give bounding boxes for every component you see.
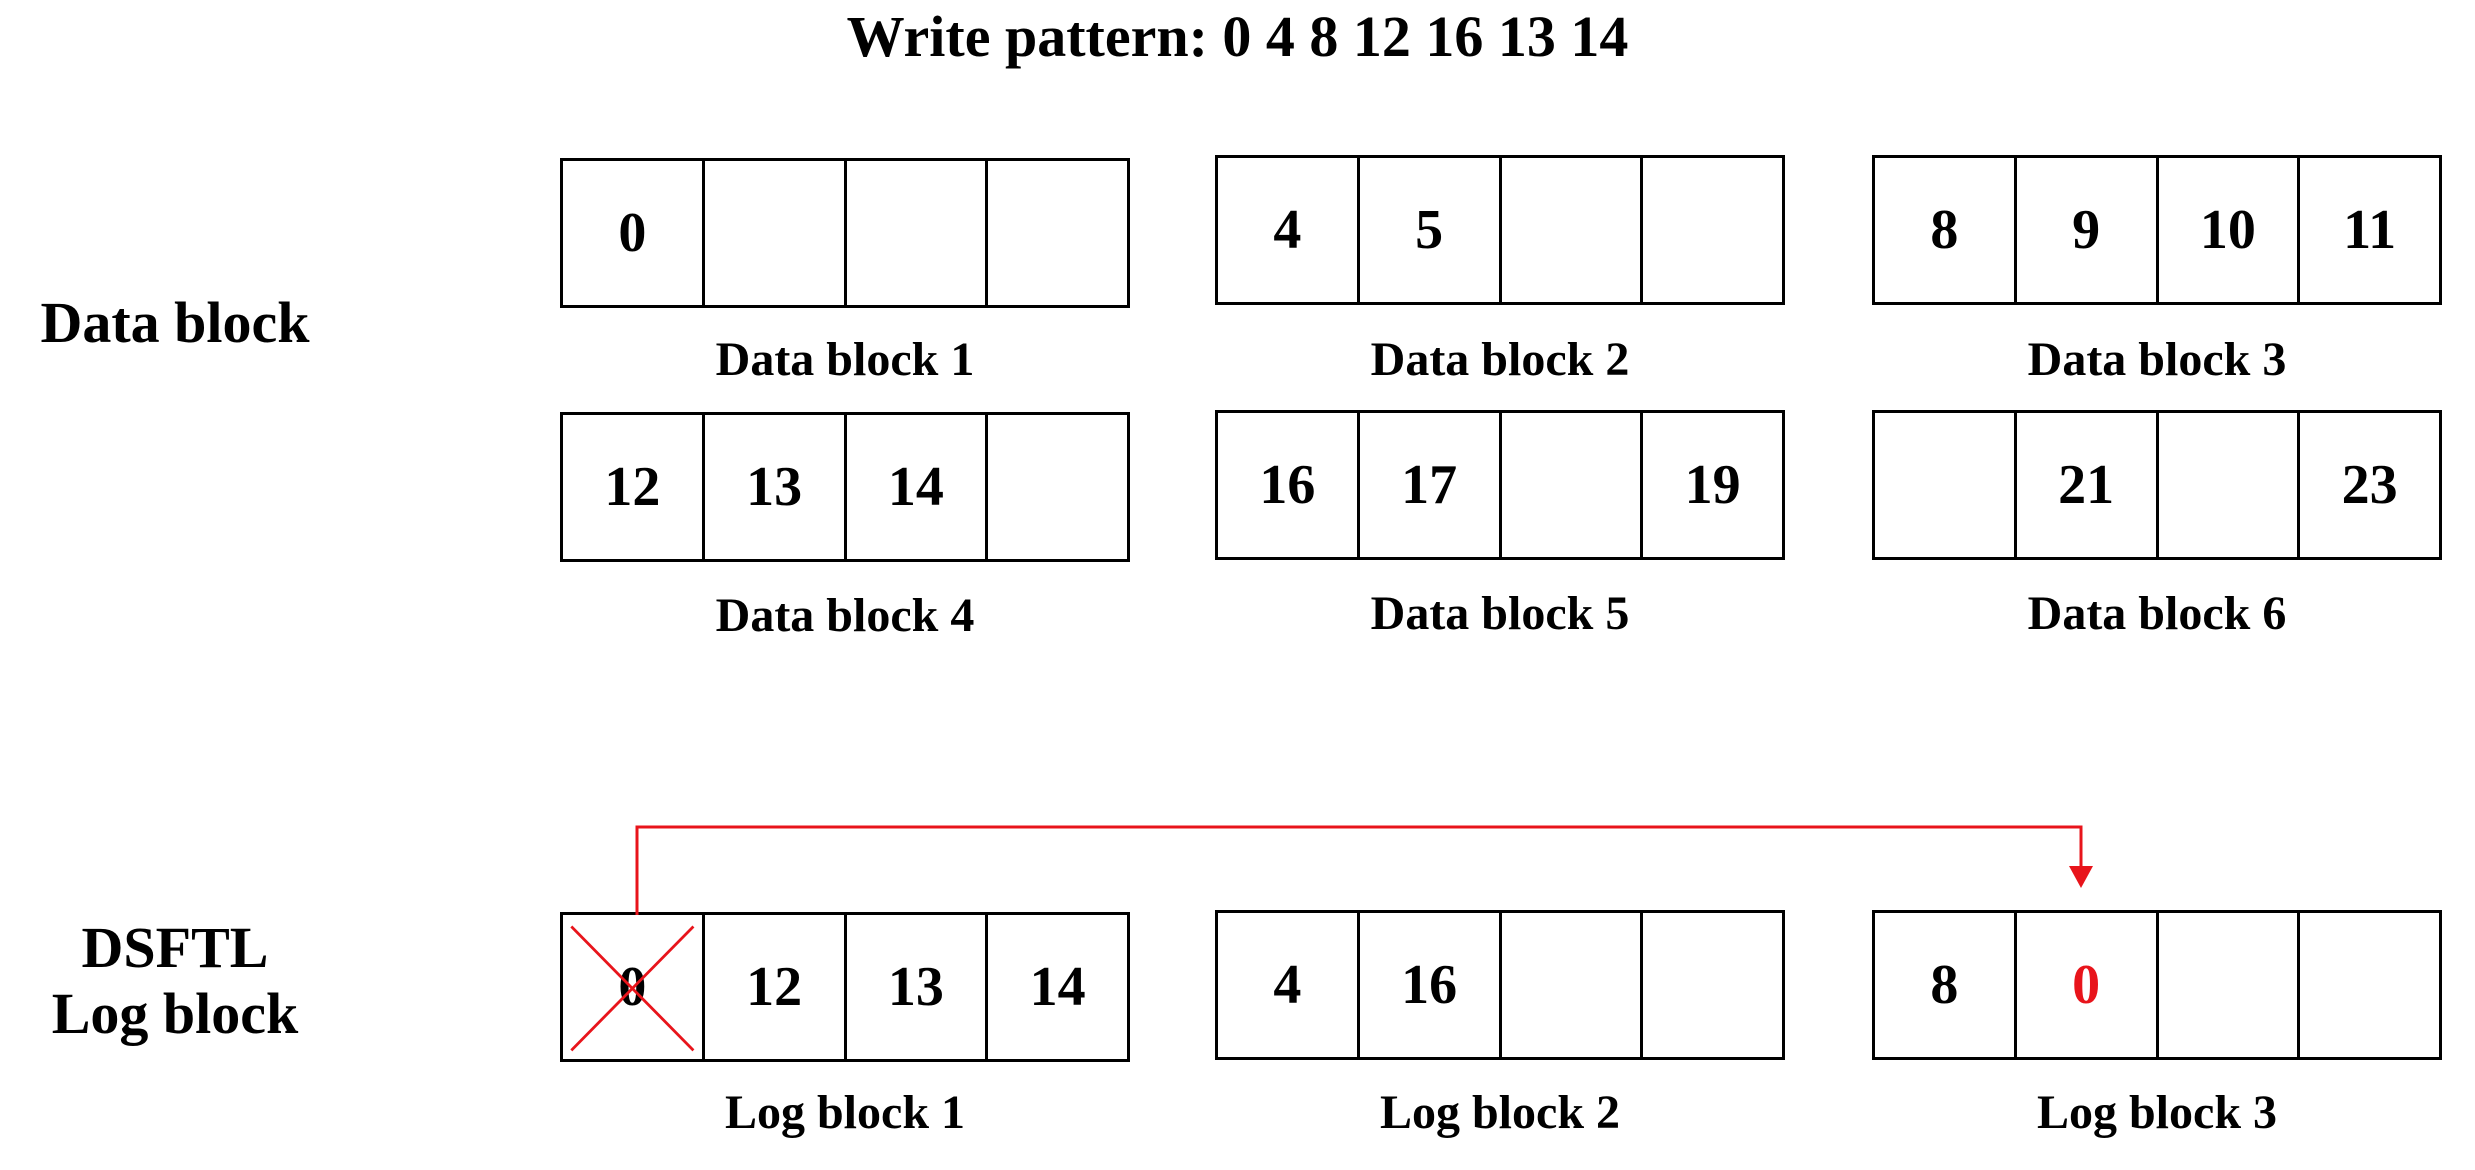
page-cell [847, 161, 989, 305]
page-cell: 17 [1360, 413, 1502, 557]
data-block-row-label: Data block [40, 290, 310, 355]
data-block-3: 8 9 10 11 [1872, 155, 2442, 305]
log-block-3: 8 0 [1872, 910, 2442, 1060]
data-block-1: 0 [560, 158, 1130, 308]
log-block-2: 4 16 [1215, 910, 1785, 1060]
page-cell: 14 [1029, 956, 1086, 1018]
page-cell: 12 [705, 915, 847, 1059]
page-cell: 4 [1218, 913, 1360, 1057]
log-row-label-line1: DSFTL [81, 915, 269, 980]
page-cell: 8 [1875, 913, 2017, 1057]
page-cell: 4 [1218, 158, 1360, 302]
page-cell: 5 [1360, 158, 1502, 302]
data-block-5-label: Data block 5 [1370, 587, 1630, 640]
log-block-1-label: Log block 1 [724, 1086, 966, 1139]
invalidated-page-cell: 0 [563, 915, 705, 1059]
page-cell: 0 [563, 161, 705, 305]
page-cell: 12 [563, 415, 705, 559]
log-block-2-label: Log block 2 [1379, 1086, 1621, 1139]
data-block-4: 12 13 14 [560, 412, 1130, 562]
data-block-4-label: Data block 4 [715, 589, 975, 642]
data-block-6-label: Data block 6 [2027, 587, 2287, 640]
log-block-row-label: DSFTL Log block [0, 915, 350, 1047]
page-cell [1502, 913, 1644, 1057]
data-block-2: 4 5 [1215, 155, 1785, 305]
page-cell: 21 [2017, 413, 2159, 557]
page-cell: 13 [705, 415, 847, 559]
migrated-page-cell: 0 [2017, 913, 2159, 1057]
page-cell: 9 [2017, 158, 2159, 302]
page-cell [2159, 913, 2301, 1057]
page-cell: 13 [847, 915, 989, 1059]
page-cell [2159, 413, 2301, 557]
page-cell: 10 [2159, 158, 2301, 302]
page-cell: 8 [1875, 158, 2017, 302]
invalidated-cross-icon [570, 925, 695, 1052]
page-cell [1502, 413, 1644, 557]
page-cell: 19 [1684, 454, 1741, 516]
data-block-1-label: Data block 1 [715, 333, 975, 386]
page-cell: 23 [2341, 454, 2398, 516]
page-cell [1875, 413, 2017, 557]
data-block-3-label: Data block 3 [2027, 333, 2287, 386]
data-block-5: 16 17 19 [1215, 410, 1785, 560]
page-cell [705, 161, 847, 305]
log-block-1: 0 12 13 14 [560, 912, 1130, 1062]
log-block-3-label: Log block 3 [2036, 1086, 2278, 1139]
data-block-6: 21 23 [1872, 410, 2442, 560]
diagram-title: Write pattern: 0 4 8 12 16 13 14 [846, 4, 1629, 69]
page-cell: 14 [847, 415, 989, 559]
page-cell: 11 [2343, 199, 2397, 261]
log-row-label-line2: Log block [51, 981, 299, 1046]
page-cell: 16 [1218, 413, 1360, 557]
page-cell: 16 [1360, 913, 1502, 1057]
arrowhead-icon [2069, 866, 2093, 888]
data-block-2-label: Data block 2 [1370, 333, 1630, 386]
page-cell [1502, 158, 1644, 302]
